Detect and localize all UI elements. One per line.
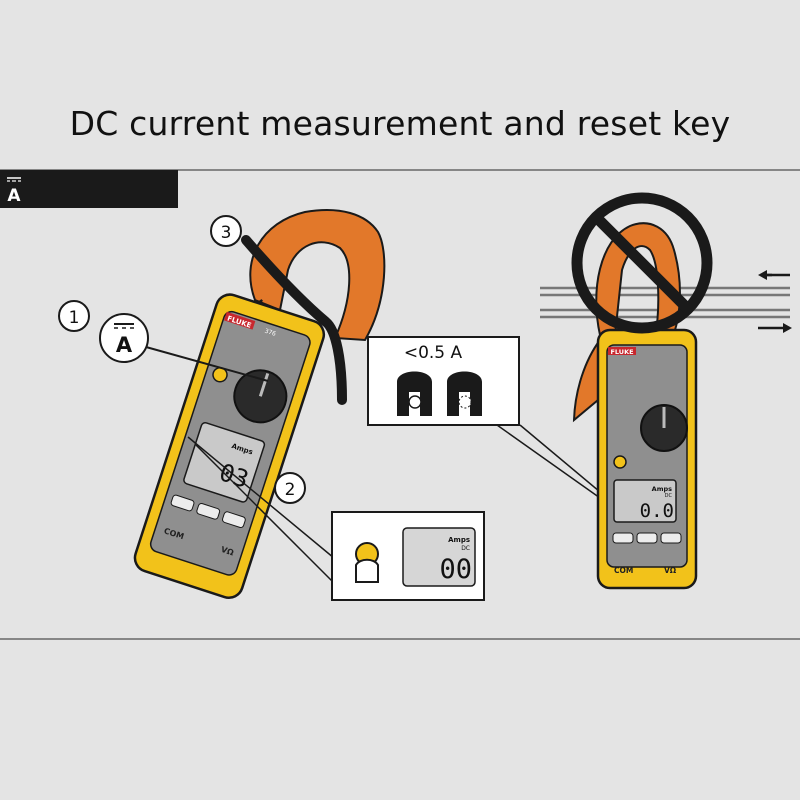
left-conductor-wire [241, 235, 347, 405]
threshold-box: <0.5 A [367, 336, 520, 426]
dc-amps-callout: A [99, 313, 269, 382]
finger-press-icon [355, 558, 379, 583]
left-clamp-meter: FLUKE 376 Amps 03 COM VΩ [133, 209, 386, 599]
jaw-without-conductor-icon [447, 371, 482, 416]
right-button-1 [612, 532, 634, 544]
right-button-2 [636, 532, 658, 544]
dc-amps-leader-line [145, 346, 269, 382]
left-button-3 [222, 511, 246, 529]
threshold-label: <0.5 A [404, 343, 463, 363]
dc-amps-callout-symbol: A [116, 333, 133, 357]
right-button-3 [660, 532, 682, 544]
left-model-text: 376 [264, 328, 277, 338]
step-1-number: 1 [69, 308, 80, 328]
zoom-lcd-reading: 00 [439, 554, 472, 585]
reset-leader-line-b [195, 444, 344, 593]
step-2-callout: 2 [274, 472, 306, 504]
right-jaw-trigger [572, 336, 602, 423]
right-lcd-units-sub: DC [665, 493, 673, 499]
zoom-lcd-display [402, 527, 476, 587]
arrow-right-icon [758, 323, 792, 333]
right-brand-badge [608, 347, 636, 355]
step-2-number: 2 [285, 480, 296, 500]
left-clamp-jaw [249, 209, 386, 342]
right-port-com: COM [614, 566, 633, 575]
left-brand-badge [224, 311, 256, 330]
left-button-1 [170, 494, 195, 512]
right-clamp-meter: FLUKE Amps DC 0.0 COM VΩ [540, 192, 790, 590]
right-lcd-display [613, 479, 677, 523]
dc-amps-icon: A [7, 177, 21, 206]
left-lcd-display [183, 421, 266, 503]
left-dial-pointer [258, 372, 270, 397]
arrow-left-icon [758, 270, 790, 280]
left-port-v: VΩ [220, 545, 235, 558]
left-button-2 [196, 502, 221, 520]
right-lcd-units: Amps [652, 485, 672, 493]
mode-symbol-header: A [7, 186, 21, 206]
mode-header-bar [0, 170, 178, 208]
right-port-v: VΩ [664, 566, 677, 575]
zoom-lcd-units: Amps [448, 536, 470, 544]
right-lcd-reading: 0.0 [640, 500, 674, 522]
diagram-title: DC current measurement and reset key [69, 104, 731, 143]
step-3-callout: 3 [210, 215, 242, 247]
right-brand-text: FLUKE [610, 348, 633, 356]
jaw-with-conductor-icon [397, 371, 432, 416]
reset-leader-line-a [187, 436, 341, 564]
prohibition-icon [571, 192, 713, 334]
step-1-callout: 1 [58, 300, 90, 332]
right-reset-key [613, 455, 627, 469]
step-3-number: 3 [221, 223, 232, 243]
reset-zoom-box: Amps DC 00 [331, 511, 485, 601]
zoom-lcd-units-sub: DC [461, 545, 470, 552]
